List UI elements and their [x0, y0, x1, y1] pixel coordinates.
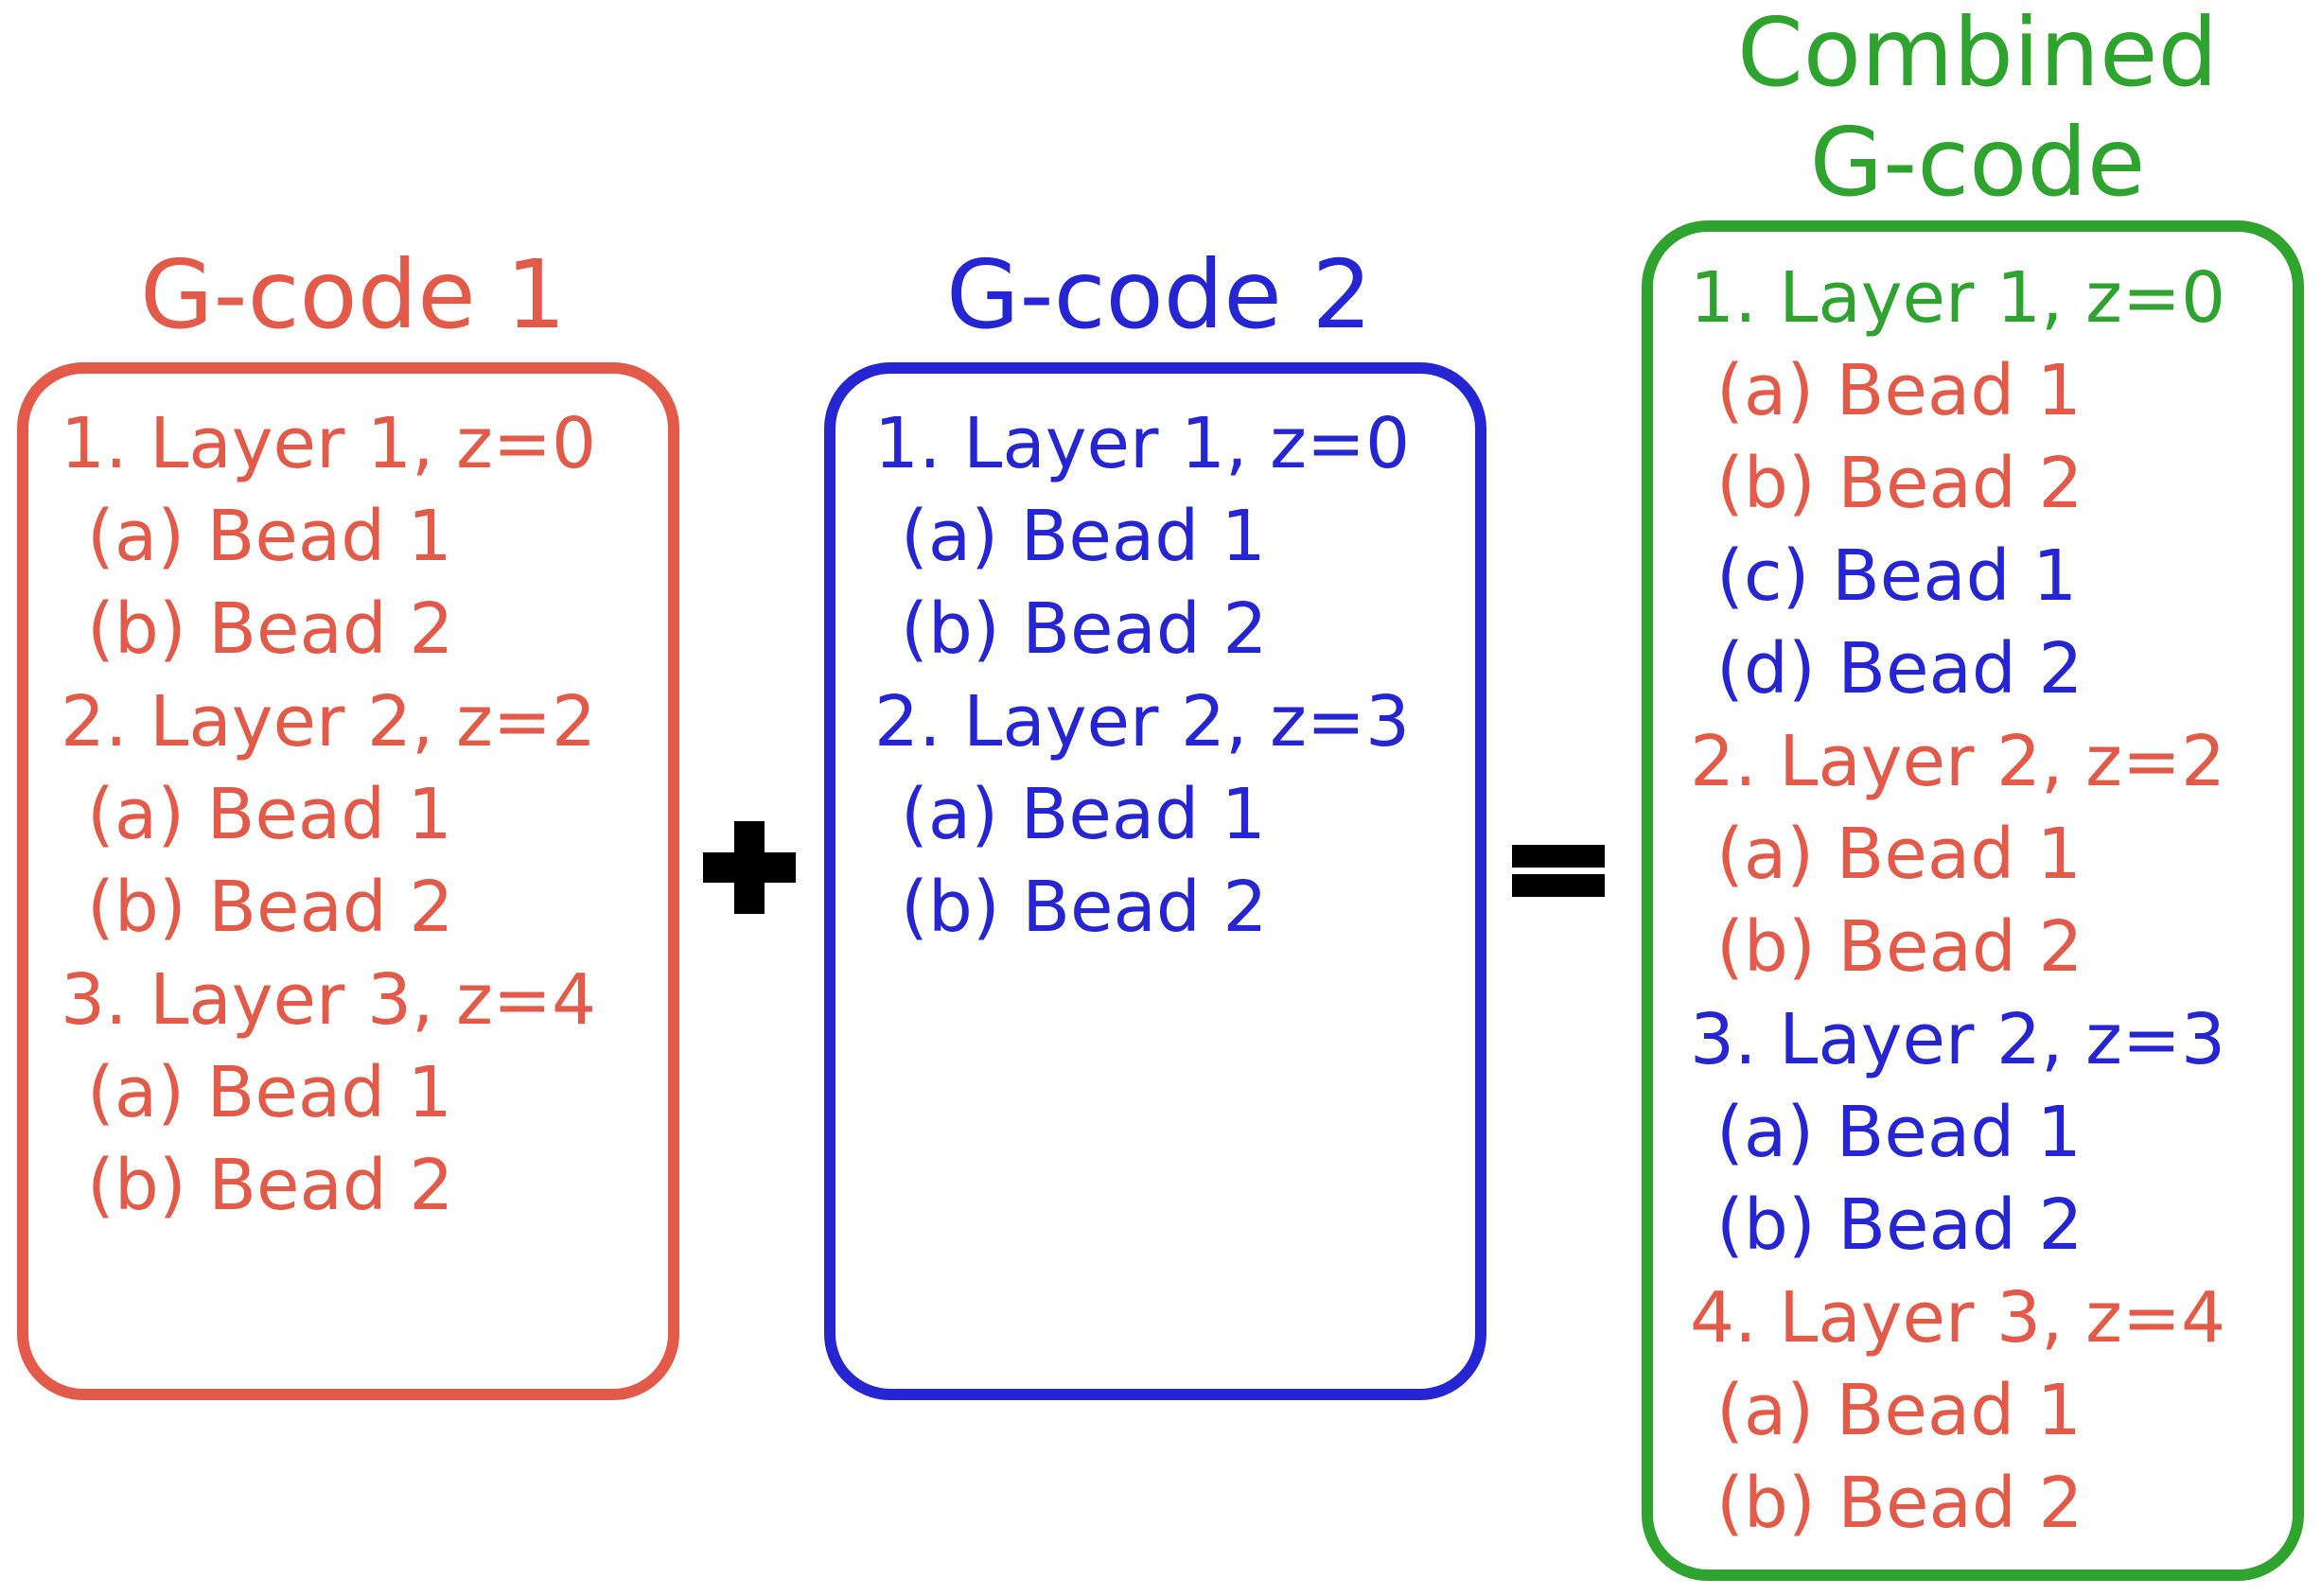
combined-box	[1642, 220, 2304, 1581]
gcode1-bead-line: (a) Bead 1	[87, 496, 452, 577]
gcode2-bead-line: (a) Bead 1	[901, 774, 1266, 855]
combined-bead-line: (b) Bead 2	[1716, 906, 2084, 988]
gcode1-layer-line: 3. Layer 3, z=4	[61, 959, 597, 1041]
gcode2-title: G-code 2	[946, 239, 1373, 350]
combined-bead-line: (c) Bead 1	[1716, 535, 2078, 617]
combined-bead-line: (b) Bead 2	[1716, 1463, 2084, 1544]
combined-title-line2: G-code	[1809, 107, 2146, 218]
combined-bead-line: (a) Bead 1	[1716, 350, 2082, 431]
combined-bead-line: (a) Bead 1	[1716, 814, 2082, 895]
equals-top-bar	[1512, 845, 1605, 868]
gcode2-bead-line: (a) Bead 1	[901, 496, 1266, 577]
gcode1-bead-line: (a) Bead 1	[87, 1052, 452, 1133]
gcode1-layer-line: 1. Layer 1, z=0	[61, 403, 597, 484]
combined-bead-line: (b) Bead 2	[1716, 1184, 2084, 1266]
combined-title-line1: Combined	[1736, 0, 2219, 108]
gcode1-bead-line: (b) Bead 2	[87, 588, 454, 670]
combined-layer-line: 2. Layer 2, z=2	[1690, 721, 2226, 802]
combined-layer-line: 1. Layer 1, z=0	[1690, 257, 2226, 339]
gcode1-box	[17, 362, 679, 1400]
combined-layer-line: 4. Layer 3, z=4	[1690, 1277, 2226, 1359]
gcode1-bead-line: (a) Bead 1	[87, 774, 452, 855]
gcode1-bead-line: (b) Bead 2	[87, 1145, 454, 1226]
gcode1-title: G-code 1	[140, 239, 567, 350]
equals-bottom-bar	[1512, 874, 1605, 897]
combined-bead-line: (a) Bead 1	[1716, 1370, 2082, 1451]
gcode1-bead-line: (b) Bead 2	[87, 867, 454, 948]
gcode2-bead-line: (b) Bead 2	[901, 588, 1268, 670]
combined-layer-line: 3. Layer 2, z=3	[1690, 999, 2226, 1080]
plus-vertical-bar	[734, 821, 765, 914]
gcode2-box	[824, 362, 1486, 1400]
gcode2-layer-line: 2. Layer 2, z=3	[874, 681, 1411, 763]
combined-bead-line: (a) Bead 1	[1716, 1092, 2082, 1173]
gcode2-bead-line: (b) Bead 2	[901, 867, 1268, 948]
combined-bead-line: (d) Bead 2	[1716, 628, 2084, 710]
combined-bead-line: (b) Bead 2	[1716, 443, 2084, 524]
gcode2-layer-line: 1. Layer 1, z=0	[874, 403, 1411, 484]
gcode1-layer-line: 2. Layer 2, z=2	[61, 681, 597, 763]
